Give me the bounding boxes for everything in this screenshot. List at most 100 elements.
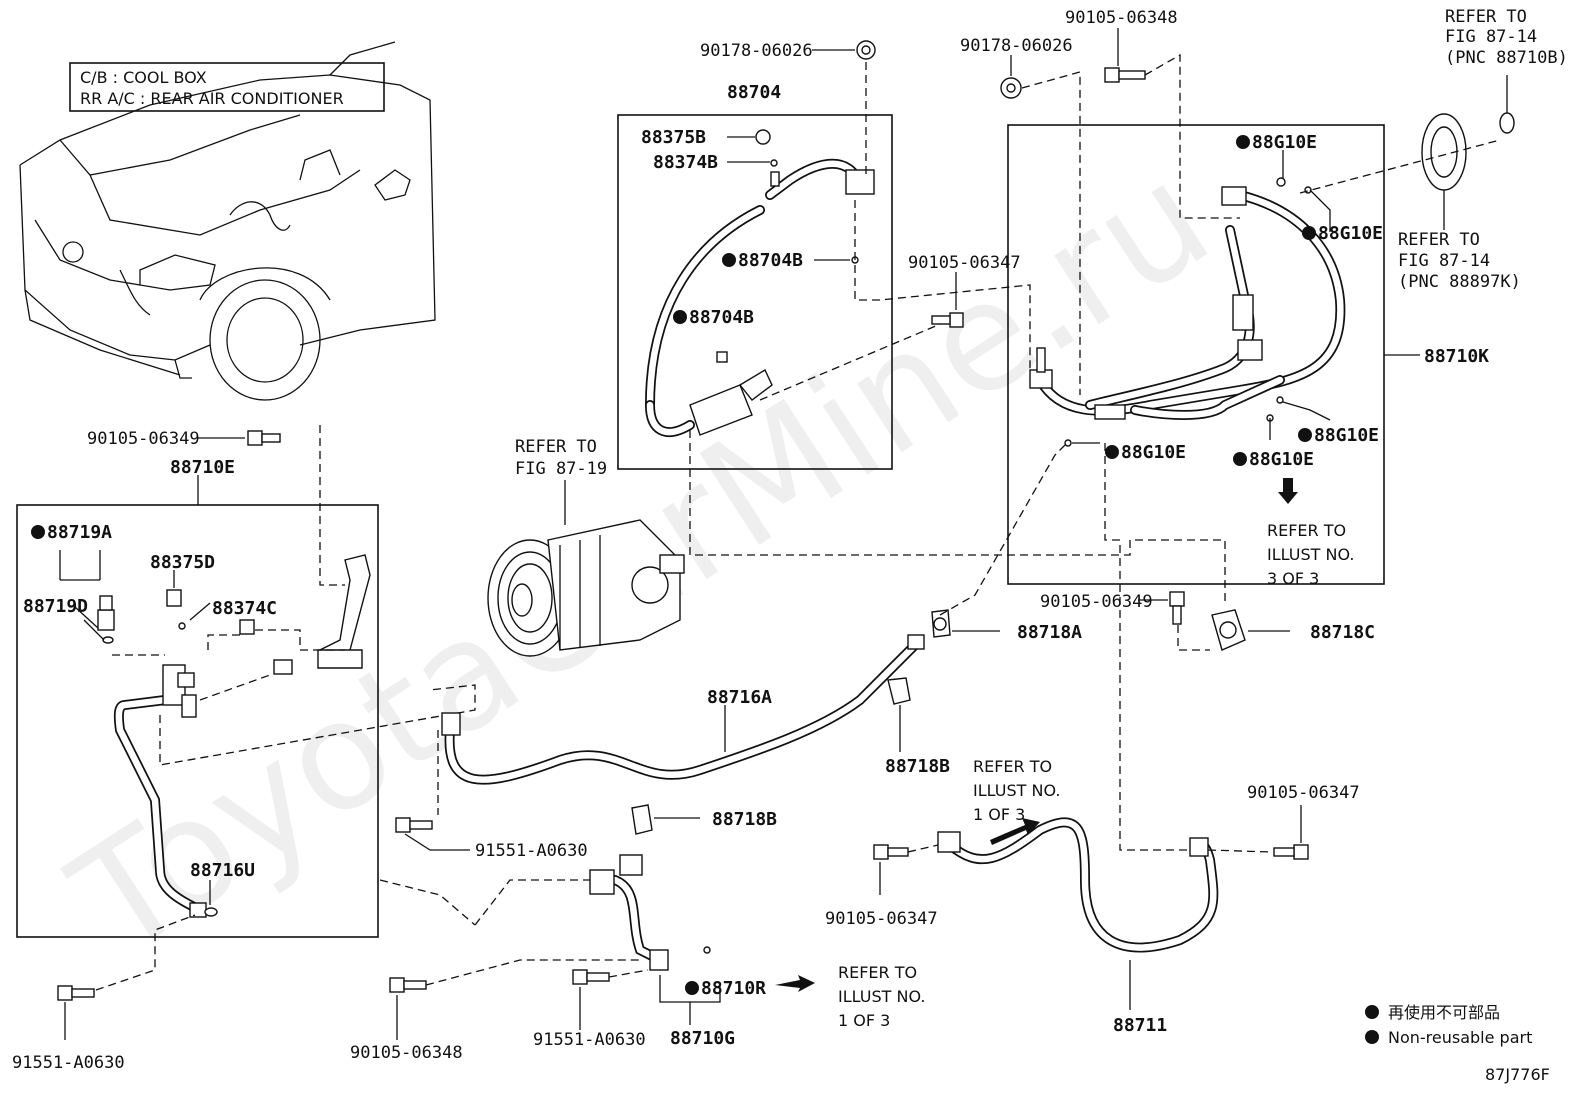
key-dot	[1365, 1005, 1379, 1019]
label-88718A: 88718A	[1017, 622, 1082, 643]
label-90105-06349-a: 90105-06349	[87, 429, 200, 449]
refer-fig-87-14-k-line3: (PNC 88897K)	[1398, 272, 1521, 292]
bolt-91551-A0630-c	[57, 985, 95, 1001]
label-90105-06349-b: 90105-06349	[1040, 592, 1153, 612]
bolt-91551-A0630-a	[395, 817, 433, 833]
pipe-88710E-drawing	[97, 554, 371, 918]
label-88710E: 88710E	[170, 457, 235, 478]
label-90105-06347-a: 90105-06347	[908, 253, 1021, 273]
legend-line-rear-ac: RR A/C : REAR AIR CONDITIONER	[80, 89, 344, 108]
label-88716A: 88716A	[707, 687, 772, 708]
non-reusable-dot	[1236, 135, 1250, 149]
refer-fig-87-14-k-line1: REFER TO	[1398, 230, 1480, 250]
label-88711: 88711	[1113, 1015, 1167, 1036]
expansion-valve-drawing	[1421, 112, 1515, 191]
label-88718B-b: 88718B	[712, 809, 777, 830]
clip-88718C	[1211, 609, 1246, 651]
nut-90178-06026-b	[1000, 77, 1022, 99]
bolt-90105-06347-b	[873, 844, 909, 860]
key-non-reusable-en: Non-reusable part	[1388, 1028, 1532, 1047]
bolt-90105-06347-a	[931, 312, 964, 328]
label-90178-06026-b: 90178-06026	[960, 36, 1073, 56]
label-88719A: 88719A	[47, 522, 112, 543]
label-88710G: 88710G	[670, 1028, 735, 1049]
refer-illust-1b-line3: 1 OF 3	[838, 1011, 890, 1030]
bolt-90105-06349-a	[247, 430, 281, 446]
refer-illust-3-line3: 3 OF 3	[1267, 569, 1319, 588]
label-90105-06348-bot: 90105-06348	[350, 1043, 463, 1063]
refer-illust-1a-line1: REFER TO	[973, 757, 1052, 776]
refer-illust-1b-line2: ILLUST NO.	[838, 987, 925, 1006]
hose-88704-drawing	[645, 129, 875, 438]
label-88G10E-1: 88G10E	[1252, 132, 1317, 153]
label-88719D: 88719D	[23, 596, 88, 617]
nut-90178-06026-a	[856, 40, 876, 60]
refer-illust-1b-line1: REFER TO	[838, 963, 917, 982]
label-88716U: 88716U	[190, 860, 255, 881]
label-88374C: 88374C	[212, 598, 277, 619]
key-non-reusable-jp: 再使用不可部品	[1388, 1003, 1500, 1022]
arrow-right-icon	[775, 975, 815, 992]
refer-fig-87-19-line2: FIG 87-19	[515, 459, 607, 479]
label-88710R: 88710R	[701, 978, 766, 999]
bolt-90105-06348-top	[1104, 67, 1146, 83]
label-90105-06347-b: 90105-06347	[825, 909, 938, 929]
non-reusable-dot	[1105, 445, 1119, 459]
label-88704: 88704	[727, 82, 781, 103]
bolt-91551-A0630-b	[572, 969, 610, 985]
label-91551-A0630-c: 91551-A0630	[12, 1053, 125, 1073]
label-88375B: 88375B	[641, 127, 706, 148]
label-88704B-b: 88704B	[689, 307, 754, 328]
clip-88718A	[931, 609, 951, 638]
bolt-90105-06349-b	[1169, 591, 1185, 625]
label-88G10E-5: 88G10E	[1249, 449, 1314, 470]
label-88710K: 88710K	[1424, 346, 1489, 367]
figure-code: 87J776F	[1485, 1065, 1550, 1084]
refer-fig-87-14-b-line2: FIG 87-14	[1445, 27, 1537, 47]
non-reusable-dot	[673, 310, 687, 324]
label-91551-A0630-a: 91551-A0630	[475, 841, 588, 861]
refer-illust-3-line1: REFER TO	[1267, 521, 1346, 540]
clip-88718B-a	[887, 677, 911, 705]
hose-88711-drawing	[937, 817, 1219, 953]
label-91551-A0630-b: 91551-A0630	[533, 1030, 646, 1050]
refer-fig-87-14-b-line1: REFER TO	[1445, 7, 1527, 27]
label-90178-06026-a: 90178-06026	[700, 41, 813, 61]
refer-illust-1a-line3: 1 OF 3	[973, 805, 1025, 824]
bolt-90105-06348-bot	[389, 977, 427, 993]
vehicle-illustration	[19, 41, 436, 401]
arrow-down-icon	[1278, 478, 1298, 504]
refer-illust-1a-line2: ILLUST NO.	[973, 781, 1060, 800]
refer-fig-87-14-k-line2: FIG 87-14	[1398, 251, 1490, 271]
non-reusable-dot	[1233, 452, 1247, 466]
non-reusable-dot	[722, 253, 736, 267]
label-88G10E-3: 88G10E	[1314, 425, 1379, 446]
refer-illust-3-line2: ILLUST NO.	[1267, 545, 1354, 564]
pipe-88716A-drawing	[441, 634, 925, 785]
non-reusable-dot	[1298, 428, 1312, 442]
label-88718B-a: 88718B	[885, 756, 950, 777]
compressor-drawing	[487, 519, 685, 657]
bolt-90105-06347-c	[1273, 844, 1309, 860]
non-reusable-dot	[1302, 226, 1316, 240]
label-88704B-a: 88704B	[738, 250, 803, 271]
label-88374B: 88374B	[653, 152, 718, 173]
box-88704	[617, 114, 893, 470]
abbreviation-legend-box	[69, 62, 385, 112]
key-dot	[1365, 1030, 1379, 1044]
label-90105-06348-top: 90105-06348	[1065, 8, 1178, 28]
non-reusable-dot	[31, 525, 45, 539]
label-88718C: 88718C	[1310, 622, 1375, 643]
refer-fig-87-14-b-line3: (PNC 88710B)	[1445, 48, 1568, 68]
label-88G10E-4: 88G10E	[1121, 442, 1186, 463]
pipe-88710G-drawing	[589, 854, 711, 971]
refer-fig-87-19-line1: REFER TO	[515, 437, 597, 457]
label-90105-06347-c: 90105-06347	[1247, 783, 1360, 803]
non-reusable-dot	[685, 981, 699, 995]
label-88G10E-2: 88G10E	[1318, 223, 1383, 244]
label-88375D: 88375D	[150, 552, 215, 573]
arrow-right-icon	[990, 818, 1040, 845]
clip-88718B-b	[631, 804, 653, 835]
legend-line-cool-box: C/B : COOL BOX	[80, 68, 207, 87]
